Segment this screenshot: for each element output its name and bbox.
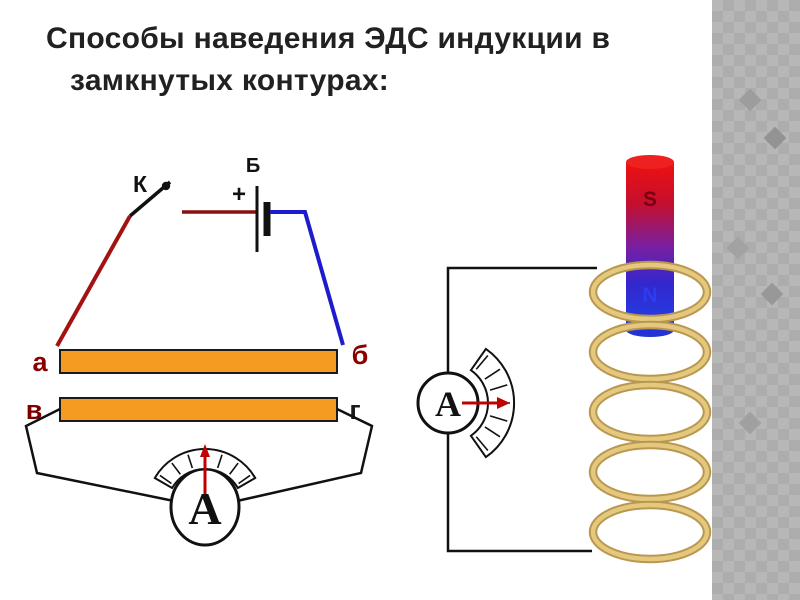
coil-wire-bottom xyxy=(446,433,592,553)
battery-label: Б xyxy=(246,155,260,177)
coil xyxy=(588,260,712,564)
ammeter-wire-left xyxy=(24,407,175,503)
tick xyxy=(187,454,194,469)
tick xyxy=(159,474,172,485)
tick xyxy=(489,384,508,391)
magnet-top-cap xyxy=(626,155,674,169)
diamond-decoration xyxy=(738,88,762,112)
coil-loop xyxy=(590,442,710,502)
sidebar-decoration xyxy=(712,0,800,600)
tick xyxy=(475,354,489,370)
bar-magnet: S N xyxy=(626,155,674,337)
magnet-body xyxy=(626,162,674,330)
blue-wire xyxy=(270,210,345,346)
red-wire xyxy=(55,215,132,347)
needle-arrowhead xyxy=(200,444,210,457)
bar-label-a: а xyxy=(32,347,48,377)
needle-arrowhead xyxy=(497,397,510,409)
induction-bar-top xyxy=(59,349,338,374)
diamond-decoration xyxy=(763,126,787,150)
magnet-pole-n: N xyxy=(642,284,657,307)
coil-wire-top xyxy=(446,266,597,373)
diamond-decoration xyxy=(760,282,784,306)
tick xyxy=(484,426,501,438)
gauge-ticks xyxy=(159,452,251,485)
switch-label: К xyxy=(133,171,148,197)
battery-plus-sign: + xyxy=(232,181,246,208)
coil-loop xyxy=(590,382,710,442)
ammeter-needle xyxy=(200,444,210,498)
switch-pivot-dot xyxy=(161,181,171,191)
ammeter-needle xyxy=(462,397,510,409)
ammeter-label: А xyxy=(435,384,461,424)
mutual-induction-diagram: К Б + а б в г xyxy=(24,155,374,547)
magnet-pole-s: S xyxy=(643,188,657,211)
tick xyxy=(484,368,501,380)
tick xyxy=(216,454,223,469)
tick xyxy=(238,474,251,485)
tick xyxy=(475,436,489,452)
page-title: Способы наведения ЭДС индукции в замкнут… xyxy=(46,18,610,102)
ammeter-wire-right xyxy=(236,407,374,503)
tick xyxy=(489,415,508,422)
title-line-1: Способы наведения ЭДС индукции в xyxy=(46,22,611,55)
bar-label-v: в xyxy=(26,395,43,425)
coil-loop xyxy=(590,262,710,322)
induction-bar-bottom xyxy=(59,397,338,422)
magnet-coil-diagram: S N А xyxy=(416,155,712,564)
bar-label-g: г xyxy=(349,395,360,425)
bar-label-b: б xyxy=(352,340,369,370)
title-line-2: замкнутых контурах: xyxy=(70,64,390,97)
coil-loop xyxy=(590,502,710,562)
tick xyxy=(171,462,181,475)
tick xyxy=(229,462,239,475)
diamond-decoration xyxy=(726,236,750,260)
coil-loop xyxy=(590,322,710,382)
ammeter-label: А xyxy=(188,483,221,534)
diamond-decoration xyxy=(738,411,762,435)
